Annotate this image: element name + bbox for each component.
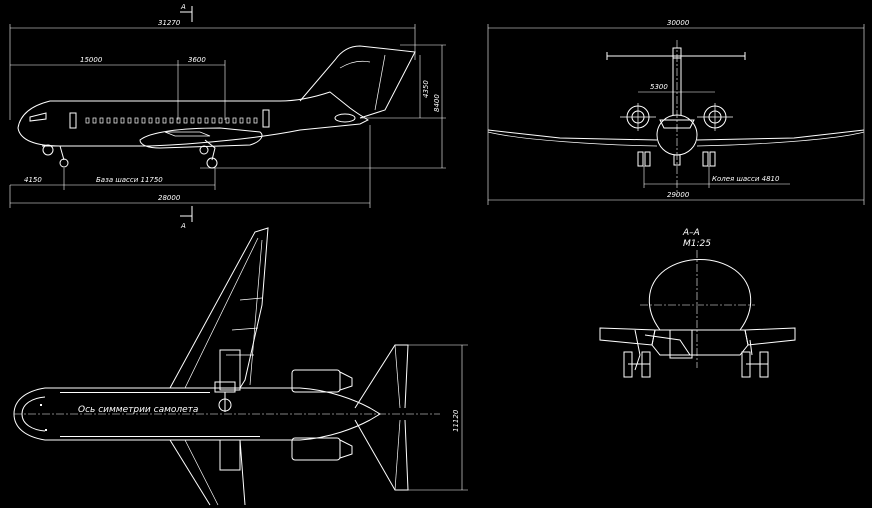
fuselage-length-label: 28000 <box>158 194 181 202</box>
tail-height-label: 4350 <box>422 80 430 98</box>
main-gear-side <box>199 139 218 169</box>
plan-windows <box>40 392 260 437</box>
nose-to-point-label: 15000 <box>80 56 103 64</box>
gear-front <box>637 151 716 167</box>
engines-plan <box>291 369 353 461</box>
window-row <box>85 117 258 124</box>
total-height-label: 8400 <box>433 94 441 112</box>
nose-gear-offset-label: 4150 <box>24 176 42 184</box>
front-view: 30000 5300 <box>487 19 865 205</box>
nose-gear-side <box>42 144 69 168</box>
stabilizer-span-plan-label: 11120 <box>452 409 460 432</box>
side-view: 31270 15000 3600 4350 8400 A <box>9 3 446 230</box>
section-gear-left <box>623 329 693 378</box>
section-mark-bottom: A <box>180 222 186 230</box>
segment-label: 3600 <box>188 56 206 64</box>
main-gear-plan <box>214 381 236 412</box>
section-view: A–A M1:25 <box>599 228 796 378</box>
plan-view: Ось симметрии самолета <box>13 227 468 506</box>
stabilizer-span-front-label: 30000 <box>667 19 690 27</box>
overall-length-label: 31270 <box>158 19 181 27</box>
section-title: A–A <box>682 228 700 238</box>
engine-spacing-label: 5300 <box>650 83 668 91</box>
section-gear-right <box>741 339 769 378</box>
section-scale: M1:25 <box>683 239 711 249</box>
engines-front <box>620 103 733 131</box>
symmetry-axis-label: Ось симметрии самолета <box>78 405 198 415</box>
section-mark-top: A <box>180 3 186 11</box>
track-label: Колея шасси 4810 <box>712 175 780 183</box>
wheelbase-label: База шасси 11750 <box>96 176 163 184</box>
wing-span-label: 29000 <box>667 191 690 199</box>
